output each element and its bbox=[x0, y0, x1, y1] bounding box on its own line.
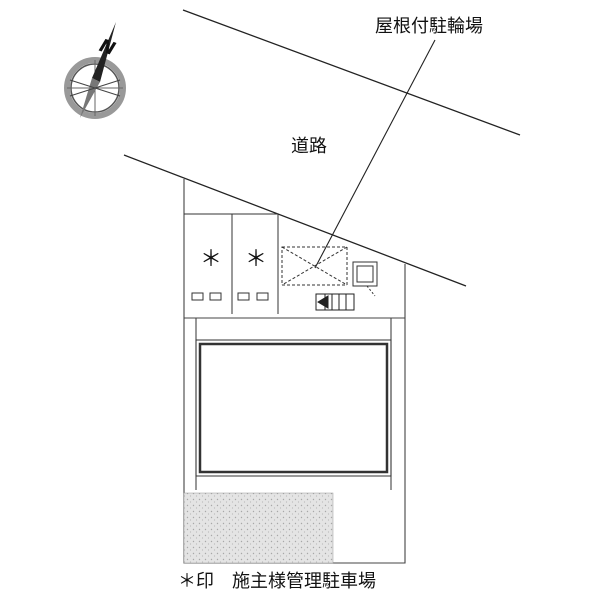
building bbox=[195, 339, 392, 477]
utility-box bbox=[352, 261, 378, 297]
north-label: N bbox=[96, 35, 117, 60]
legend-text: ＊印 施主様管理駐車場 bbox=[178, 571, 376, 592]
bicycle-parking-area bbox=[281, 246, 348, 286]
parking-space: ＊ bbox=[237, 247, 269, 301]
road-label: 道路 bbox=[291, 136, 327, 157]
bicycle-parking-label: 屋根付駐輪場 bbox=[375, 16, 483, 37]
gravel-area bbox=[183, 492, 334, 564]
parking-mark: ＊ bbox=[200, 247, 222, 272]
parking-area bbox=[184, 213, 279, 314]
parking-space: ＊ bbox=[191, 247, 222, 301]
parking-mark: ＊ bbox=[245, 247, 267, 272]
stairs bbox=[315, 293, 355, 311]
bicycle-parking-leader-line bbox=[314, 39, 436, 269]
road: 道路 bbox=[123, 9, 521, 287]
north-compass-icon: N bbox=[64, 22, 126, 119]
